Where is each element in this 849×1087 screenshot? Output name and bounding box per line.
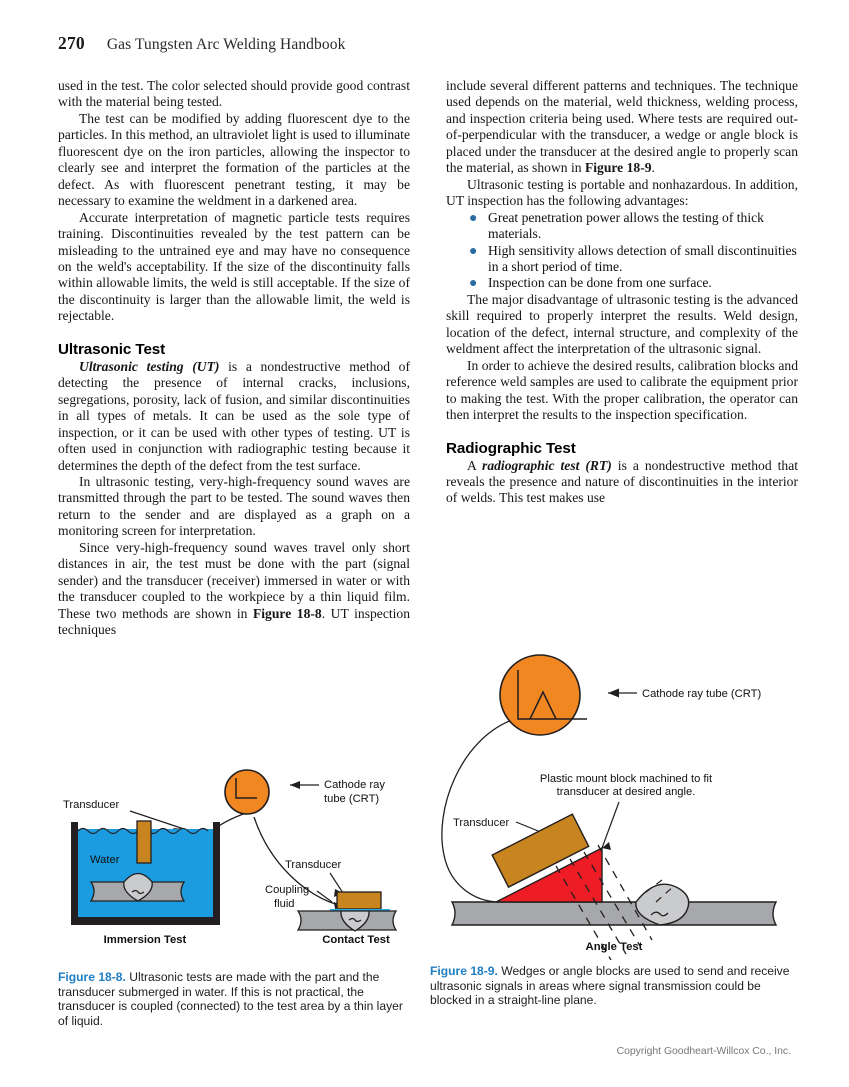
list-item-label: Inspection can be done from one surface.	[488, 275, 712, 291]
paragraph: In ultrasonic testing, very-high-frequen…	[58, 473, 410, 539]
paragraph: include several different patterns and t…	[446, 78, 798, 177]
figure-18-9-number: Figure 18-9.	[430, 964, 498, 978]
paragraph-text: is a nondestructive method that reveals …	[446, 457, 799, 506]
weld-discontinuity-angle	[650, 911, 669, 917]
figure-reference-18-9: Figure 18-9	[584, 160, 652, 176]
crt-leader-arrow	[290, 781, 300, 789]
figure-18-9-caption: Figure 18-9. Wedges or angle blocks are …	[430, 964, 798, 1008]
weld-bead-immersion	[123, 872, 153, 902]
figure-18-9-caption-text: Wedges or angle blocks are used to send …	[430, 964, 790, 1008]
term-radiographic-test: radiographic test (RT)	[482, 457, 612, 473]
paragraph: used in the test. The color selected sho…	[58, 78, 410, 110]
weld-discontinuity-contact	[348, 917, 362, 923]
crt-to-transducer-cable	[441, 719, 513, 903]
paragraph: Ultrasonic testing (UT) is a nondestruct…	[58, 359, 410, 474]
list-item: ● Inspection can be done from one surface…	[446, 275, 798, 291]
contact-test-label: Contact Test	[322, 934, 390, 946]
figure-18-8-caption: Figure 18-8. Ultrasonic tests are made w…	[58, 970, 410, 1028]
paragraph-text: include several different patterns and t…	[446, 78, 798, 176]
right-column: include several different patterns and t…	[446, 78, 798, 507]
weld-bead-angle	[635, 883, 690, 926]
transducer-label-left: Transducer	[63, 799, 119, 811]
list-item-label: Great penetration power allows the testi…	[488, 209, 764, 242]
plastic-block-label-line2: transducer at desired angle.	[557, 786, 696, 798]
paragraph: A radiographic test (RT) is a nondestruc…	[446, 458, 798, 507]
bullet-icon: ●	[469, 243, 478, 259]
left-column: used in the test. The color selected sho…	[58, 78, 410, 639]
crt-to-contact-cable	[253, 816, 339, 906]
transducer-label: Transducer	[453, 817, 509, 829]
angle-test-label: Angle Test	[586, 941, 643, 953]
figure-18-8-illustration: Cathode ray tube (CRT) Transducer Water …	[63, 769, 398, 946]
running-head: 270 Gas Tungsten Arc Welding Handbook	[58, 33, 345, 54]
figure-reference-18-8: Figure 18-8	[252, 605, 322, 621]
ultrasonic-beam-lines	[555, 844, 653, 960]
term-ultrasonic-testing: Ultrasonic testing (UT)	[79, 358, 220, 374]
paragraph: The test can be modified by adding fluor…	[58, 110, 410, 209]
crt-screen-axes	[517, 670, 587, 720]
list-item-label: High sensitivity allows detection of sma…	[488, 242, 797, 274]
crt-icon	[224, 769, 270, 815]
paragraph: Since very-high-frequency sound waves tr…	[58, 540, 410, 639]
page-number: 270	[58, 33, 85, 53]
angle-block-wedge	[495, 846, 603, 903]
list-item: ● Great penetration power allows the test…	[446, 210, 798, 243]
figure-18-8: Cathode ray tube (CRT) Transducer Water …	[58, 745, 410, 1028]
bullet-icon: ●	[469, 210, 478, 226]
water-label: Water	[90, 854, 120, 866]
figure-18-8-number: Figure 18-8.	[58, 970, 126, 984]
weld-discontinuity-immersion	[131, 889, 145, 895]
book-title: Gas Tungsten Arc Welding Handbook	[106, 36, 346, 53]
figure-18-9-illustration: Cathode ray tube (CRT) Plastic mount blo…	[441, 654, 778, 960]
weld-bead-dashes	[645, 879, 675, 903]
section-heading-radiographic-test: Radiographic Test	[446, 439, 576, 457]
crt-label-line2: tube (CRT)	[324, 793, 379, 805]
paragraph: Ultrasonic testing is portable and nonha…	[446, 176, 798, 209]
weld-bead-contact	[340, 910, 370, 932]
paragraph: The major disadvantage of ultrasonic tes…	[446, 291, 798, 357]
figure-18-9: Cathode ray tube (CRT) Plastic mount blo…	[430, 630, 798, 1008]
paragraph: Accurate interpretation of magnetic part…	[58, 209, 410, 324]
advantages-list: ● Great penetration power allows the test…	[446, 210, 798, 292]
immersion-test-label: Immersion Test	[104, 934, 187, 946]
crt-icon	[499, 654, 581, 736]
paragraph-text: .	[651, 160, 655, 176]
crt-screen-axes	[235, 778, 257, 799]
crt-label: Cathode ray tube (CRT)	[642, 688, 761, 700]
transducer-probe-contact	[336, 891, 382, 910]
copyright-notice: Copyright Goodheart-Willcox Co., Inc.	[616, 1046, 791, 1057]
transducer-block-body	[491, 813, 590, 889]
coupling-label-line1: Coupling	[265, 884, 309, 896]
paragraph: In order to achieve the desired results,…	[446, 357, 798, 423]
crt-label-line1: Cathode ray	[324, 779, 385, 791]
plastic-block-label-line1: Plastic mount block machined to fit	[540, 773, 713, 785]
transducer-block	[491, 813, 590, 889]
paragraph-text: A	[467, 457, 483, 473]
bullet-icon: ●	[469, 276, 478, 292]
crt-signal-peak	[529, 690, 557, 720]
figure-18-8-caption-text: Ultrasonic tests are made with the part …	[58, 970, 403, 1028]
transducer-left-leader	[129, 810, 185, 830]
coupling-leader-line	[316, 890, 333, 903]
transducer-label-right: Transducer	[285, 859, 341, 871]
transducer-probe-immersion	[136, 820, 152, 864]
transducer-right-leader	[329, 872, 344, 894]
plastic-block-leader-line	[601, 801, 620, 849]
coupling-label-line2: fluid	[274, 898, 295, 910]
paragraph-text: . UT inspection techniques	[58, 605, 410, 638]
workpiece-plate-angle	[450, 901, 778, 926]
crt-leader-arrow	[608, 688, 619, 698]
paragraph-text: Since very-high-frequency sound waves tr…	[58, 539, 410, 621]
paragraph-text: is a nondestructive method of detecting …	[58, 358, 410, 473]
plastic-block-leader-arrow	[602, 842, 611, 850]
list-item: ● High sensitivity allows detection of sm…	[446, 243, 798, 276]
section-heading-ultrasonic-test: Ultrasonic Test	[58, 340, 166, 358]
